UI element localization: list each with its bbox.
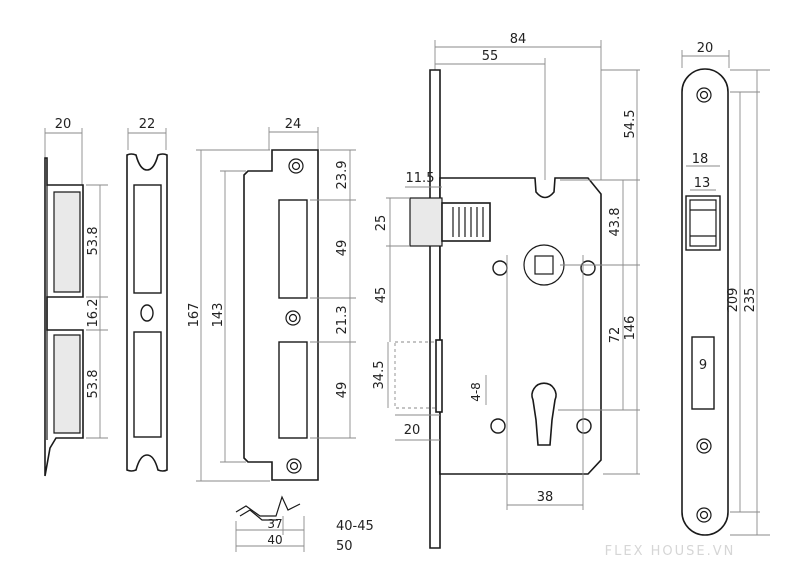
door-dim-40-label: 40 bbox=[267, 533, 282, 547]
watermark: FLEX HOUSE.VN bbox=[605, 544, 736, 559]
lock-body-view: 84 55 11.5 25 45 34.5 20 4-8 38 bbox=[372, 32, 640, 549]
keeper-front-view: 22 bbox=[126, 117, 168, 472]
door-range-1-label: 40-45 bbox=[336, 519, 374, 534]
door-dim-37-label: 37 bbox=[267, 517, 282, 531]
faceplate-view: 20 18 13 9 209 235 bbox=[681, 41, 770, 536]
faceplate-width-label: 20 bbox=[697, 41, 714, 56]
keeper-front-width-label: 22 bbox=[139, 117, 156, 132]
keeper-side-width-label: 20 bbox=[55, 117, 72, 132]
lock-cylinder-spacing-label: 38 bbox=[537, 490, 554, 505]
keeper-upper-slot-label: 53.8 bbox=[86, 227, 101, 256]
lock-spindle-cylinder-label: 72 bbox=[608, 327, 623, 344]
strike-upper-slot-label: 49 bbox=[335, 240, 350, 257]
strike-total-height-label: 167 bbox=[187, 303, 202, 328]
lock-latch-spindle-label: 45 bbox=[374, 287, 389, 304]
faceplate-latch-inner-label: 13 bbox=[694, 176, 711, 191]
door-range-2-label: 50 bbox=[336, 539, 353, 554]
strike-top-offset-label: 23.9 bbox=[335, 161, 350, 190]
faceplate-total-height-label: 235 bbox=[743, 288, 758, 313]
lock-top-spindle-label: 43.8 bbox=[608, 208, 623, 237]
keeper-side-view: 20 53.8 16.2 53.8 bbox=[44, 117, 108, 477]
lock-backset-label: 55 bbox=[482, 49, 499, 64]
faceplate-bolt-width-label: 9 bbox=[699, 358, 707, 373]
lock-depth-label: 84 bbox=[510, 32, 527, 47]
lock-latch-height-label: 25 bbox=[374, 215, 389, 232]
strike-width-label: 24 bbox=[285, 117, 302, 132]
keeper-lower-slot-label: 53.8 bbox=[86, 370, 101, 399]
lock-top-offset-label: 54.5 bbox=[623, 110, 638, 139]
strike-lower-slot-label: 49 bbox=[335, 382, 350, 399]
door-range-view: 37 40 40-45 50 bbox=[235, 495, 374, 554]
lock-bolt-throw-label: 20 bbox=[404, 423, 421, 438]
strike-middle-label: 21.3 bbox=[335, 306, 350, 335]
strike-hole-span-label: 143 bbox=[211, 303, 226, 328]
faceplate-case-height-label: 209 bbox=[726, 288, 741, 313]
lock-case-height-label: 146 bbox=[623, 316, 638, 341]
strike-plate-view: 24 167 143 23.9 49 21.3 49 bbox=[187, 117, 356, 482]
lock-latch-offset-label: 11.5 bbox=[406, 171, 435, 186]
lock-bolt-height-label: 34.5 bbox=[372, 361, 387, 390]
keeper-gap-label: 16.2 bbox=[86, 299, 101, 328]
lock-bolt-range-label: 4-8 bbox=[469, 382, 483, 402]
faceplate-latch-width-label: 18 bbox=[692, 152, 709, 167]
